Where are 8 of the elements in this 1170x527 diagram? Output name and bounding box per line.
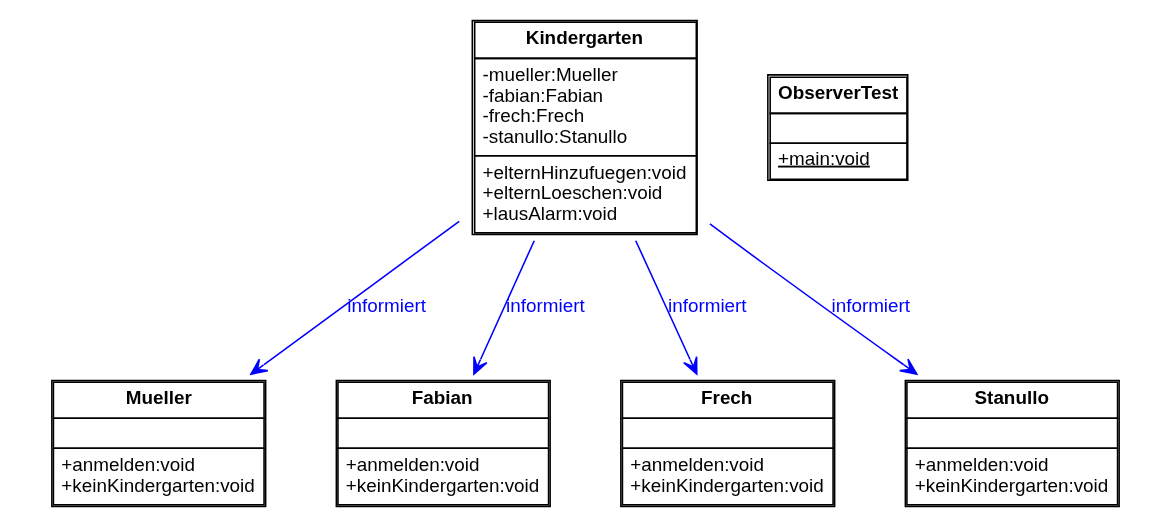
edge-label: informiert [830, 295, 910, 317]
edge-label: informiert [505, 295, 585, 317]
edge-label: informiert [346, 295, 426, 317]
arrow [249, 220, 460, 375]
arrow [634, 239, 698, 375]
arrow [472, 239, 535, 375]
edge-label: informiert [667, 295, 747, 317]
arrow [708, 223, 917, 375]
